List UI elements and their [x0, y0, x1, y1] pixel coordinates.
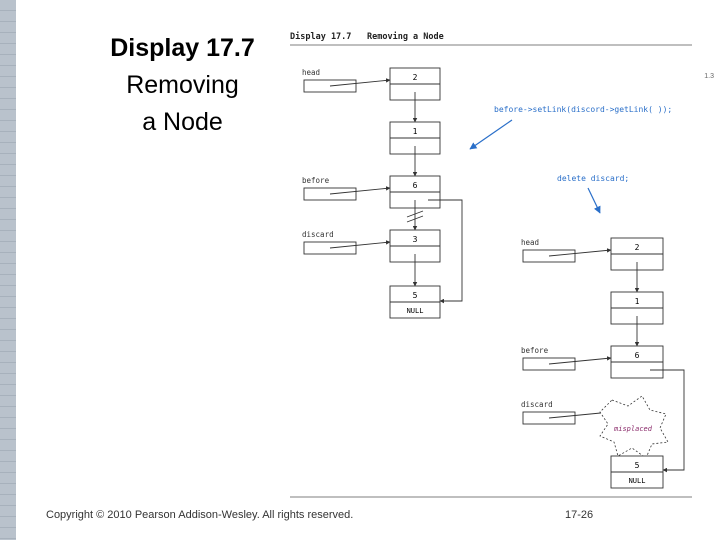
- delete-arrow: [587, 187, 601, 214]
- after-node-5-value: 5: [635, 461, 640, 470]
- page-number: 17-26: [565, 509, 594, 521]
- title-line-1: Display 17.7: [110, 34, 255, 62]
- after-node-5: 5 NULL: [610, 455, 664, 489]
- node-2-value: 2: [413, 73, 418, 82]
- after-pointer-arrow-head: [548, 248, 612, 257]
- after-label-before: before: [521, 346, 549, 355]
- linked-list-diagram: Display 17.7 Removing a Node before->set…: [290, 22, 692, 499]
- slide-title: Display 17.7 Removing a Node: [95, 30, 270, 141]
- deleted-node-label: misplaced: [613, 425, 653, 433]
- display-title: Removing a Node: [367, 31, 444, 42]
- null-label: NULL: [407, 307, 424, 315]
- after-link-6-to-5: [650, 369, 685, 473]
- after-pointer-arrow-before: [548, 356, 612, 365]
- node-1-value: 1: [413, 127, 418, 136]
- after-label-discard: discard: [521, 400, 553, 409]
- node-6-value: 6: [413, 181, 418, 190]
- after-null-label: NULL: [629, 477, 646, 485]
- title-line-2: Removing: [126, 71, 239, 99]
- after-label-head: head: [521, 238, 539, 247]
- copyright-text: Copyright © 2010 Pearson Addison-Wesley.…: [46, 509, 354, 521]
- pointer-arrow-discard: [329, 240, 391, 249]
- deleted-node: misplaced: [599, 395, 669, 459]
- pointer-arrow-head: [329, 78, 391, 87]
- bypass-link: [428, 199, 463, 304]
- broken-link-mark: [406, 210, 424, 223]
- label-discard: discard: [302, 230, 334, 239]
- after-node-6-value: 6: [635, 351, 640, 360]
- label-before: before: [302, 176, 330, 185]
- display-label: Display 17.7: [290, 31, 351, 42]
- title-line-3: a Node: [142, 108, 223, 136]
- corner-mark: 1.3: [704, 73, 714, 80]
- code-set-link: before->setLink(discord->getLink( ));: [494, 105, 672, 114]
- pointer-arrow-before: [329, 186, 391, 195]
- set-link-arrow: [469, 119, 513, 150]
- after-node-1-value: 1: [635, 297, 640, 306]
- slide-sidebar-stripe: [0, 0, 16, 540]
- code-delete: delete discard;: [557, 174, 629, 183]
- after-node-6: 6: [610, 345, 664, 379]
- node-3-value: 3: [413, 235, 418, 244]
- label-head: head: [302, 68, 320, 77]
- node-5: 5 NULL: [389, 285, 441, 319]
- after-node-2-value: 2: [635, 243, 640, 252]
- node-5-value: 5: [413, 291, 418, 300]
